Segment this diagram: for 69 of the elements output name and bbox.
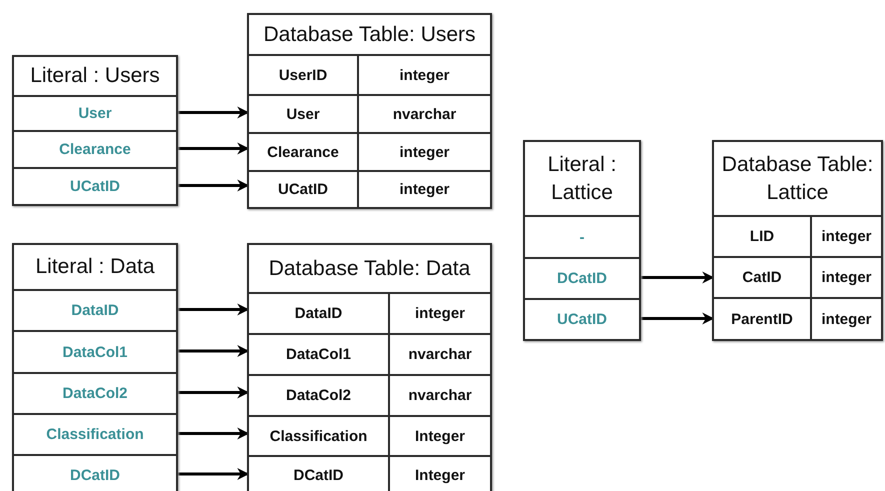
table-row <box>714 297 881 339</box>
field-name: DCatID <box>293 467 344 484</box>
table-row <box>249 374 490 415</box>
field-type: nvarchar <box>392 106 456 122</box>
arrow <box>176 180 250 192</box>
field-type: nvarchar <box>408 346 472 363</box>
table <box>12 55 178 206</box>
table <box>12 243 178 491</box>
field-type: integer <box>821 228 872 245</box>
field-type: integer <box>821 269 872 286</box>
field-name: UserID <box>278 66 328 84</box>
field-name: DataCol1 <box>286 346 352 363</box>
table-title: Database Table: Users <box>263 22 476 48</box>
table-row <box>249 292 490 333</box>
table-title: Literal : Users <box>30 63 160 90</box>
table-row <box>249 455 490 491</box>
field-type: Integer <box>414 467 465 484</box>
field-name: UCatID <box>556 311 607 328</box>
table-row <box>249 94 490 132</box>
field-name: - <box>580 228 584 246</box>
arrow <box>639 272 714 284</box>
field-name: DataCol2 <box>286 387 352 404</box>
table-row <box>249 170 490 207</box>
arrow <box>176 386 250 398</box>
arrow <box>176 345 250 357</box>
table-row <box>249 333 490 374</box>
field-name: DCatID <box>556 270 607 287</box>
field-name: Classification <box>46 426 144 443</box>
field-name: CatID <box>742 269 782 286</box>
arrow <box>176 468 250 480</box>
table-row <box>714 215 881 256</box>
table-title: Literal : Lattice <box>546 152 618 206</box>
field-name: DataID <box>71 302 119 319</box>
table-row <box>714 256 881 297</box>
field-name: LID <box>750 228 774 245</box>
field-type: Integer <box>414 428 465 444</box>
arrow <box>176 142 250 154</box>
table <box>247 13 492 209</box>
field-name: User <box>286 106 320 122</box>
table-title: Literal : Data <box>35 254 155 280</box>
field-name: ParentID <box>731 310 793 328</box>
field-name: DataCol1 <box>62 344 128 360</box>
field-type: nvarchar <box>408 387 472 404</box>
table-row <box>249 415 490 455</box>
table-title: Database Table: Lattice <box>720 152 874 206</box>
field-name: DCatID <box>70 466 120 484</box>
field-name: DataID <box>294 305 342 322</box>
table <box>523 140 641 341</box>
field-name: UCatID <box>278 181 328 198</box>
field-name: DataCol2 <box>62 385 128 402</box>
table-row <box>249 54 490 94</box>
arrow <box>176 428 250 440</box>
field-name: Classification <box>270 428 368 444</box>
field-name: User <box>78 105 112 122</box>
table <box>247 243 492 491</box>
arrow <box>176 106 250 118</box>
field-type: integer <box>399 66 450 84</box>
table-row <box>249 132 490 170</box>
field-type: integer <box>821 310 872 328</box>
arrow <box>176 304 250 316</box>
field-name: Clearance <box>267 144 339 160</box>
field-name: UCatID <box>70 178 120 195</box>
field-type: integer <box>399 144 450 160</box>
arrow <box>639 312 714 324</box>
table <box>712 140 883 341</box>
field-name: Clearance <box>59 141 131 158</box>
field-type: integer <box>399 181 450 198</box>
table-title: Database Table: Data <box>268 256 470 282</box>
field-type: integer <box>414 305 465 322</box>
